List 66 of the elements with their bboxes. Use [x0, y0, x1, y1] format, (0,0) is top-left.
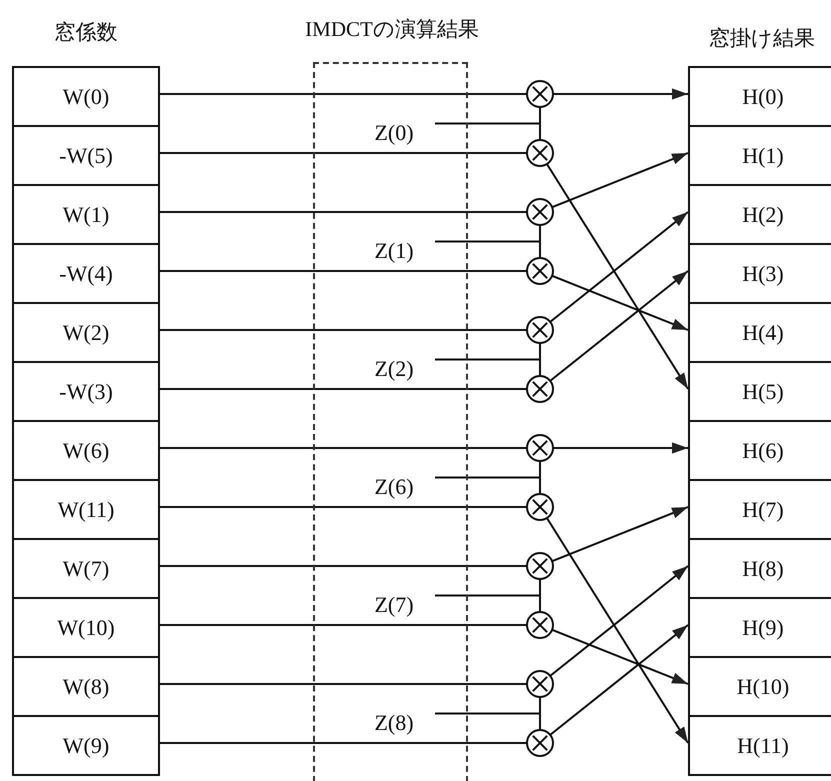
arrow — [550, 211, 689, 323]
arrow — [553, 88, 688, 100]
multiplier-symbol — [526, 434, 554, 462]
arrow — [552, 506, 688, 562]
connector-line — [160, 506, 527, 508]
coefficient-cell: W(9) — [12, 715, 160, 776]
connector-line — [160, 565, 527, 567]
coefficient-cell: W(11) — [12, 479, 160, 540]
signal-label: Z(6) — [353, 468, 435, 504]
coefficient-cell: W(1) — [12, 184, 160, 245]
arrow — [552, 152, 688, 208]
connector-line — [435, 712, 541, 730]
arrow — [553, 442, 688, 454]
connector-line — [435, 358, 541, 376]
multiplier-symbol — [526, 670, 554, 698]
multiplier-symbol — [526, 729, 554, 757]
dashed-frame — [313, 62, 468, 781]
arrow — [546, 517, 689, 744]
column-heading: 窓係数 — [54, 19, 118, 46]
coefficient-cell: W(8) — [12, 656, 160, 717]
signal-label: Z(2) — [353, 350, 435, 386]
signal-label: Z(8) — [353, 704, 435, 740]
result-cell: H(0) — [688, 66, 831, 127]
multiplier-symbol — [526, 611, 554, 639]
arrow — [546, 163, 689, 390]
multiplier-symbol — [526, 375, 554, 403]
arrow — [552, 274, 688, 331]
coefficient-cell: W(10) — [12, 597, 160, 658]
multiplier-symbol — [526, 552, 554, 580]
connector-line — [160, 152, 527, 154]
coefficient-cell: W(7) — [12, 538, 160, 599]
connector-line — [160, 742, 527, 744]
arrow — [552, 628, 688, 685]
coefficient-cell: W(2) — [12, 302, 160, 363]
connector-line — [435, 476, 541, 494]
result-cell: H(11) — [688, 715, 831, 776]
coefficient-cell: W(6) — [12, 420, 160, 481]
connector-line — [435, 594, 541, 612]
connector-line — [160, 683, 527, 685]
connector-line — [160, 388, 527, 390]
connector-line — [160, 447, 527, 449]
connector-line — [160, 270, 527, 272]
signal-label: Z(7) — [353, 586, 435, 622]
multiplier-symbol — [526, 80, 554, 108]
connector-line — [435, 122, 541, 140]
multiplier-symbol — [526, 198, 554, 226]
arrow — [550, 565, 689, 677]
column-heading: 窓掛け結果 — [709, 25, 815, 52]
signal-label: Z(1) — [353, 232, 435, 268]
coefficient-cell: -W(4) — [12, 243, 160, 304]
coefficient-cell: W(0) — [12, 66, 160, 127]
arrow — [550, 624, 689, 736]
connector-line — [160, 211, 527, 213]
multiplier-symbol — [526, 493, 554, 521]
coefficient-cell: -W(5) — [12, 125, 160, 186]
multiplier-symbol — [526, 316, 554, 344]
multiplier-symbol — [526, 139, 554, 167]
connector-line — [160, 329, 527, 331]
column-heading: IMDCTの演算結果 — [305, 16, 479, 43]
coefficient-cell: -W(3) — [12, 361, 160, 422]
connector-line — [160, 624, 527, 626]
multiplier-symbol — [526, 257, 554, 285]
arrow — [550, 270, 689, 382]
connector-line — [435, 240, 541, 258]
connector-line — [160, 93, 527, 95]
signal-label: Z(0) — [353, 114, 435, 150]
